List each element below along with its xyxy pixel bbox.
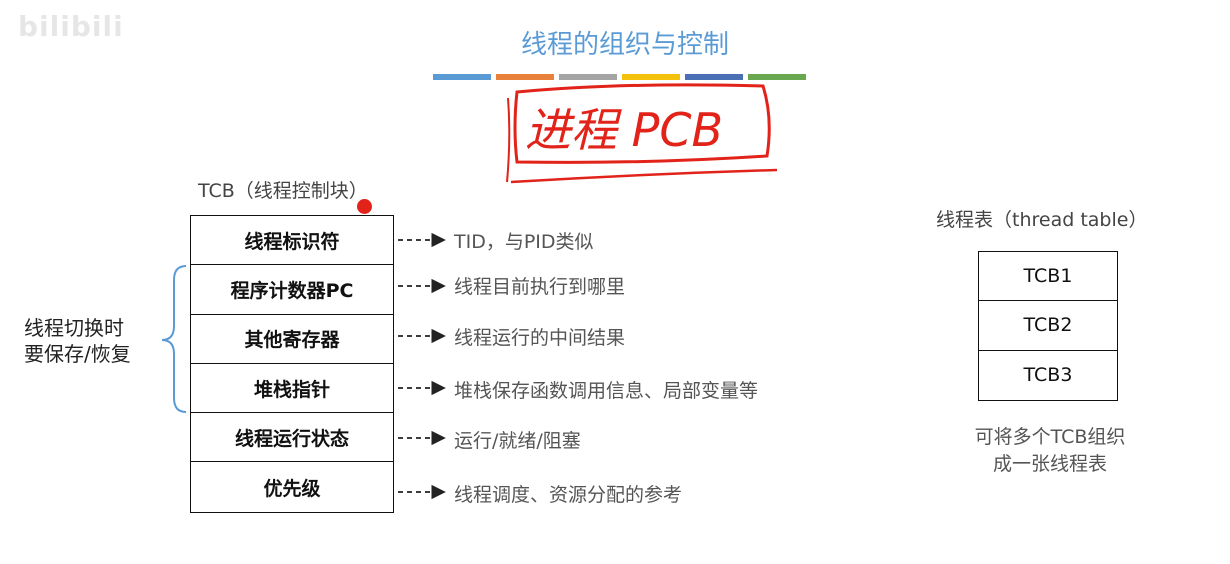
tcb-label: TCB（线程控制块） xyxy=(198,180,368,202)
desc-other-registers: 线程运行的中间结果 xyxy=(454,327,626,349)
thread-table-note: 可将多个TCB组织 成一张线程表 xyxy=(940,424,1160,478)
context-switch-line-2: 要保存/恢复 xyxy=(24,342,131,366)
brace-bracket xyxy=(161,265,187,413)
tcb-table: 线程标识符 程序计数器PC 其他寄存器 堆栈指针 线程运行状态 优先级 xyxy=(190,215,394,513)
color-segment-blue xyxy=(433,74,491,80)
context-switch-line-1: 线程切换时 xyxy=(24,316,124,340)
tcb-row-other-registers: 其他寄存器 xyxy=(191,315,393,364)
color-segment-green xyxy=(748,74,806,80)
desc-run-state: 运行/就绪/阻塞 xyxy=(454,430,581,452)
color-segment-yellow xyxy=(622,74,680,80)
title-color-bar xyxy=(433,74,806,80)
desc-thread-id: TID，与PID类似 xyxy=(454,231,594,253)
color-segment-orange xyxy=(496,74,554,80)
thread-table-row-2: TCB2 xyxy=(979,301,1117,351)
tcb-row-run-state: 线程运行状态 xyxy=(191,413,393,463)
color-segment-darkblue xyxy=(685,74,743,80)
handwritten-annotation: 进程 PCB xyxy=(506,83,778,184)
tcb-row-thread-id: 线程标识符 xyxy=(191,216,393,266)
thread-table-note-line-1: 可将多个TCB组织 xyxy=(974,426,1126,448)
thread-table-row-1: TCB1 xyxy=(979,252,1117,302)
tcb-row-stack-pointer: 堆栈指针 xyxy=(191,364,393,414)
slide-title: 线程的组织与控制 xyxy=(520,30,729,60)
thread-table-row-3: TCB3 xyxy=(1023,364,1073,387)
desc-priority: 线程调度、资源分配的参考 xyxy=(454,484,683,506)
desc-stack-pointer: 堆栈保存函数调用信息、局部变量等 xyxy=(454,380,759,402)
color-segment-gray xyxy=(559,74,617,80)
red-pointer-dot xyxy=(357,199,372,214)
handwritten-text: 进程 PCB xyxy=(525,103,723,157)
tcb-row-priority: 优先级 xyxy=(263,477,321,500)
context-switch-label: 线程切换时 要保存/恢复 xyxy=(24,315,131,367)
thread-table-label: 线程表（thread table） xyxy=(936,209,1148,231)
thread-table: TCB1 TCB2 TCB3 xyxy=(978,251,1118,401)
tcb-row-program-counter: 程序计数器PC xyxy=(191,265,393,315)
thread-table-note-line-2: 成一张线程表 xyxy=(992,453,1107,475)
desc-program-counter: 线程目前执行到哪里 xyxy=(454,276,626,298)
bilibili-watermark: bilibili xyxy=(18,10,124,43)
